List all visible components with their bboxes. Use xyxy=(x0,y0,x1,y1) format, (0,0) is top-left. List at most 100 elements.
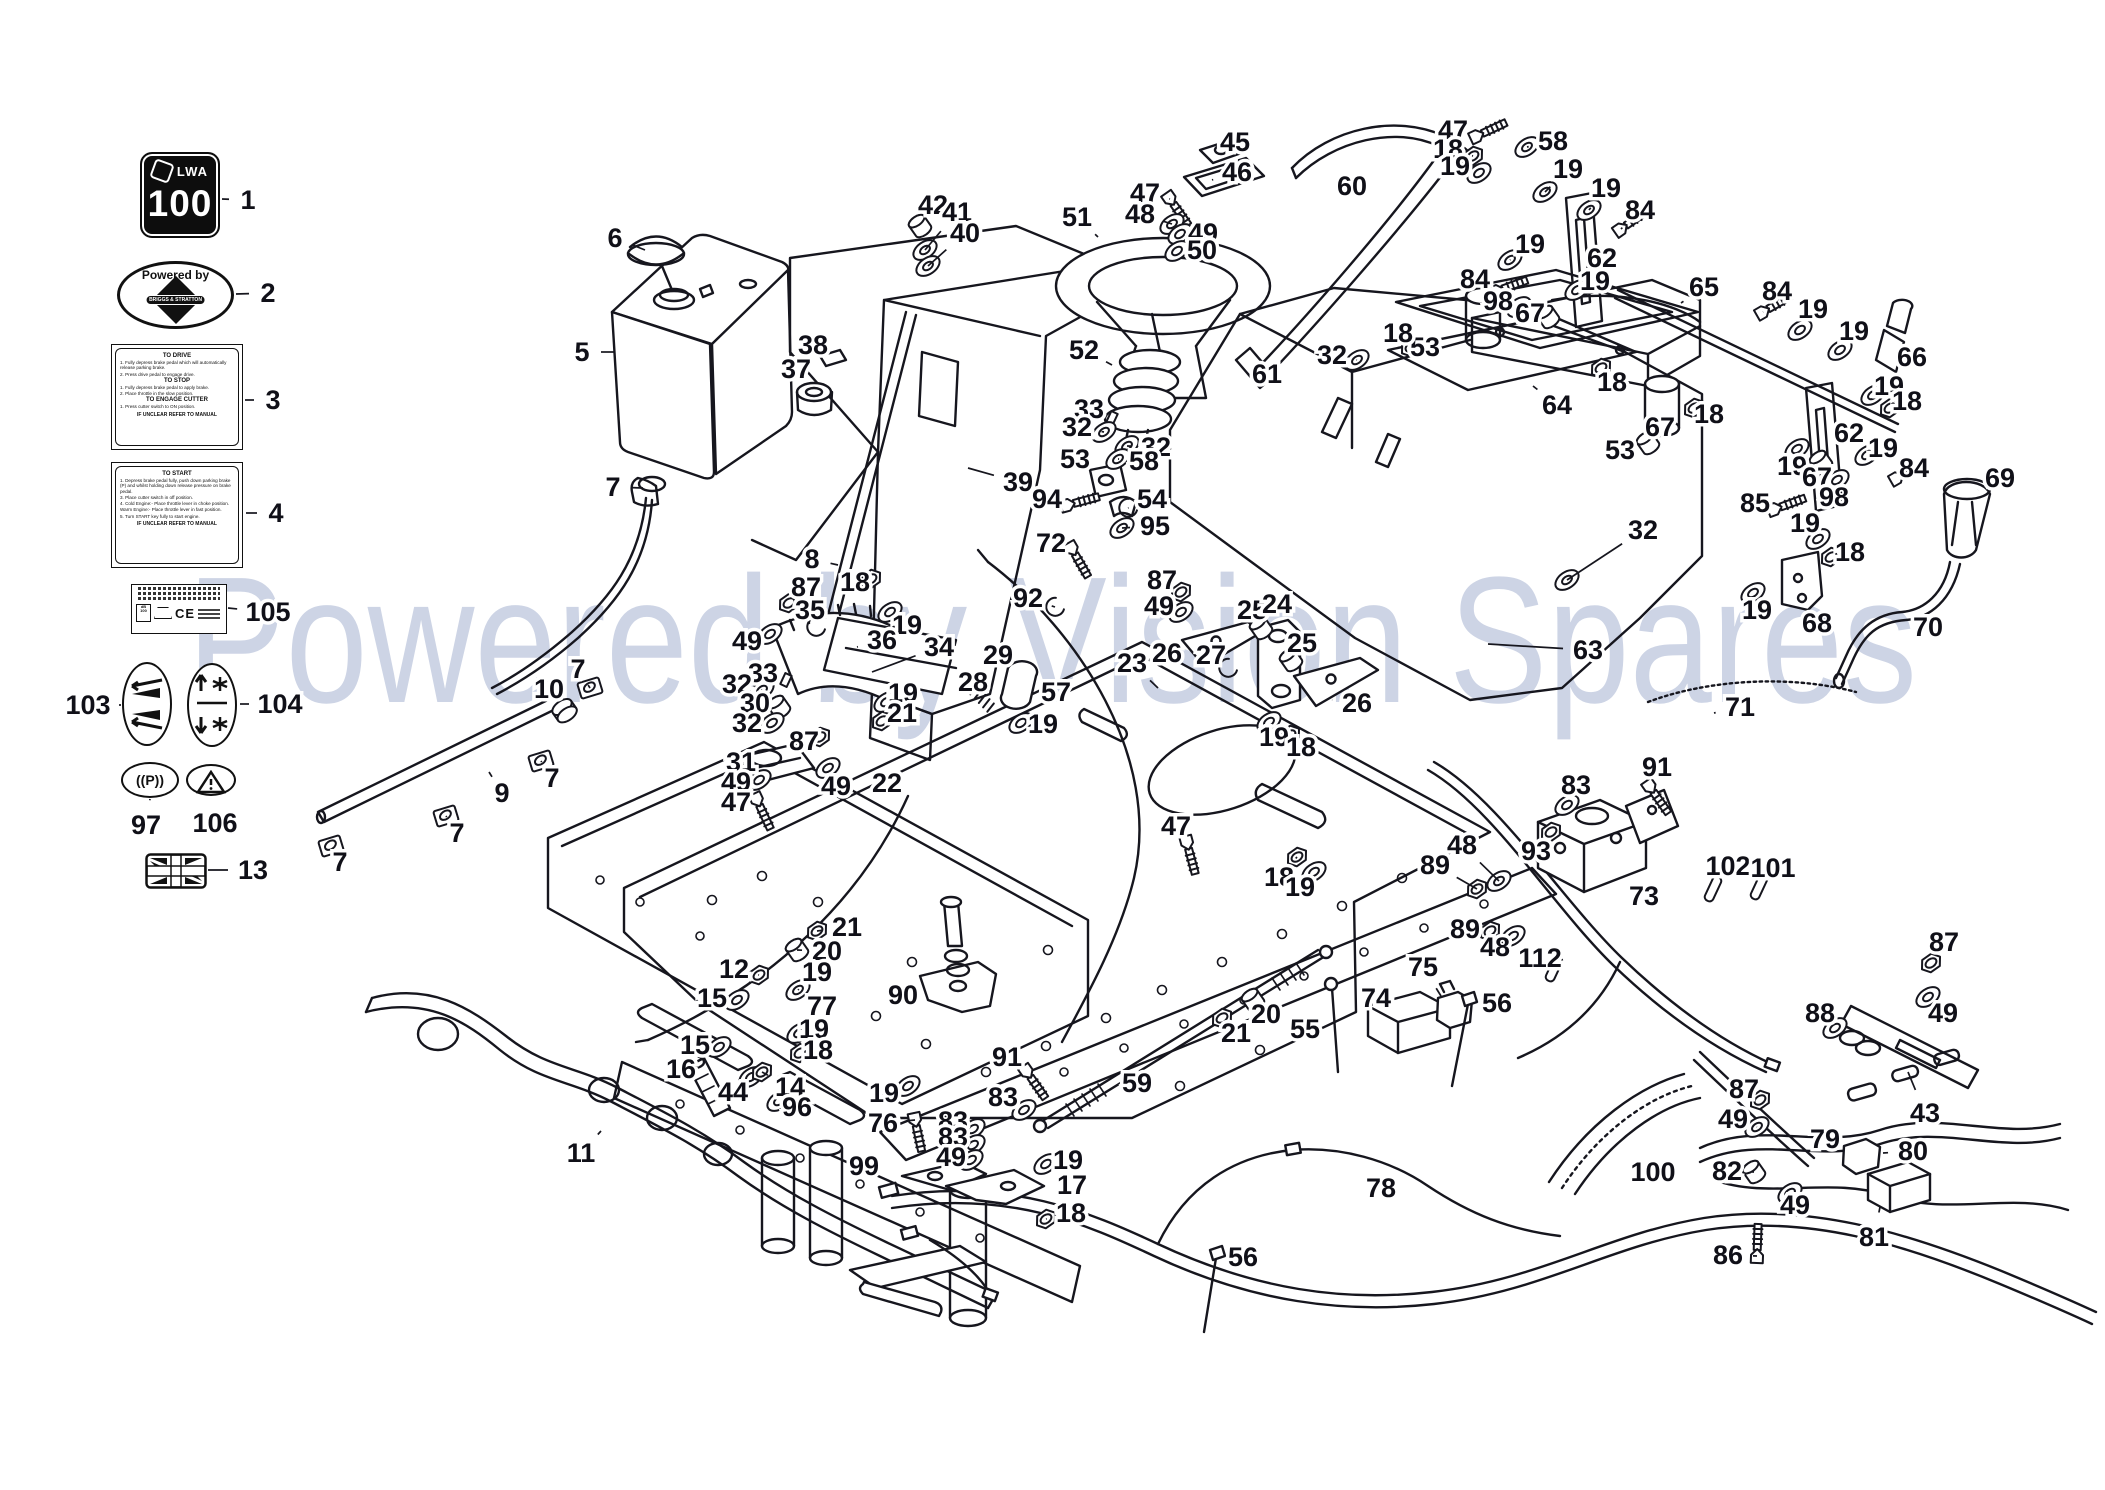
callout-70: 70 xyxy=(1913,612,1943,642)
washer-icon xyxy=(759,712,785,734)
start-line: 3. Place cutter switch in off position. xyxy=(120,494,193,500)
nut-icon xyxy=(860,568,882,590)
callout-84: 84 xyxy=(1625,195,1655,225)
spacer-icon xyxy=(1278,647,1304,673)
steering-gear-sector xyxy=(742,602,958,784)
callout-20: 20 xyxy=(812,936,842,966)
callout-84: 84 xyxy=(1460,264,1490,294)
callout-53: 53 xyxy=(1410,332,1440,362)
spacer-icon xyxy=(1240,987,1266,1013)
bolt-icon xyxy=(906,1110,927,1154)
callout-49: 49 xyxy=(936,1142,966,1172)
callout-37: 37 xyxy=(781,354,811,384)
washer-icon xyxy=(1466,162,1492,184)
callout-50: 50 xyxy=(1187,235,1217,265)
start-line: 4. Cold Engine:- Place throttle lever in… xyxy=(120,501,230,507)
washer-icon xyxy=(786,1022,812,1044)
callout-41: 41 xyxy=(942,197,972,227)
leader-line xyxy=(816,929,823,932)
callout-19: 19 xyxy=(1515,229,1545,259)
pin-icon xyxy=(1703,875,1723,903)
callout-78: 78 xyxy=(1366,1173,1396,1203)
start-line: 5. Turn START key fully to start engine. xyxy=(120,513,200,519)
drive-heading: TO DRIVE xyxy=(162,353,192,359)
callout-84: 84 xyxy=(1899,453,1929,483)
callout-18: 18 xyxy=(840,567,870,597)
callout-32: 32 xyxy=(1062,412,1092,442)
callout-58: 58 xyxy=(1538,126,1568,156)
leader-line xyxy=(540,760,543,763)
leader-line xyxy=(1680,300,1684,304)
washer-icon xyxy=(1301,861,1327,883)
callout-45: 45 xyxy=(1220,127,1250,157)
callout-21: 21 xyxy=(887,698,917,728)
leader-line xyxy=(761,1071,769,1076)
leader-line xyxy=(1163,220,1173,225)
spacer-icon xyxy=(907,213,933,239)
nut-icon xyxy=(1590,357,1612,379)
callout-65: 65 xyxy=(1689,272,1719,302)
leader-line xyxy=(1105,361,1113,366)
callout-19: 19 xyxy=(1798,294,1828,324)
callout-80: 80 xyxy=(1898,1136,1928,1166)
callout-18: 18 xyxy=(1264,862,1294,892)
callout-53: 53 xyxy=(1060,444,1090,474)
leader-line xyxy=(1532,385,1538,391)
callout-58: 58 xyxy=(1129,446,1159,476)
callout-99: 99 xyxy=(849,1151,879,1181)
nut-icon xyxy=(809,726,831,748)
block-icon xyxy=(317,834,345,858)
callout-19: 19 xyxy=(1777,451,1807,481)
callout-60: 60 xyxy=(1337,171,1367,201)
callout-8: 8 xyxy=(804,544,819,574)
callout-74: 74 xyxy=(1361,983,1391,1013)
callout-42: 42 xyxy=(918,190,948,220)
washer-icon xyxy=(1827,339,1853,361)
callout-19: 19 xyxy=(1028,709,1058,739)
callout-19: 19 xyxy=(1053,1145,1083,1175)
callout-76: 76 xyxy=(868,1108,898,1138)
callout-87: 87 xyxy=(1729,1074,1759,1104)
leader-line xyxy=(1435,987,1442,997)
callout-18: 18 xyxy=(1286,732,1316,762)
steering-wheel-assembly xyxy=(1054,137,1272,499)
callout-106: 106 xyxy=(192,808,237,838)
hardware-glyphs xyxy=(317,118,1942,1265)
callout-83: 83 xyxy=(1561,770,1591,800)
callout-73: 73 xyxy=(1629,881,1659,911)
callout-19: 19 xyxy=(1580,266,1610,296)
clip-icon xyxy=(1218,657,1238,678)
leader-line xyxy=(445,815,448,818)
callout-39: 39 xyxy=(1003,467,1033,497)
callout-47: 47 xyxy=(1161,811,1191,841)
callout-9: 9 xyxy=(494,778,509,808)
callout-17: 17 xyxy=(1057,1170,1087,1200)
callout-32: 32 xyxy=(1628,515,1658,545)
stop-heading: TO STOP xyxy=(163,377,191,384)
decal-start-instructions: TO START 1. Depress brake pedal fully, p… xyxy=(111,462,243,568)
callout-51: 51 xyxy=(1062,202,1092,232)
leader-line xyxy=(1907,1071,1917,1091)
decal-warning xyxy=(186,764,236,796)
callout-104: 104 xyxy=(257,689,302,719)
callout-49: 49 xyxy=(821,771,851,801)
callout-68: 68 xyxy=(1802,608,1832,638)
callout-69: 69 xyxy=(1985,463,2015,493)
callout-19: 19 xyxy=(1874,371,1904,401)
callout-48: 48 xyxy=(1447,830,1477,860)
callout-4: 4 xyxy=(268,498,283,528)
washer-icon xyxy=(873,691,899,713)
callout-12: 12 xyxy=(719,954,749,984)
disc-icon xyxy=(551,698,578,724)
callout-54: 54 xyxy=(1137,484,1167,514)
callout-2: 2 xyxy=(260,278,275,308)
ce-mark: CE xyxy=(175,605,196,621)
bolt-icon xyxy=(1058,492,1101,514)
callout-49: 49 xyxy=(1928,998,1958,1028)
callout-19: 19 xyxy=(892,610,922,640)
callout-103: 103 xyxy=(65,690,110,720)
callout-40: 40 xyxy=(950,218,980,248)
callout-75: 75 xyxy=(1408,952,1438,982)
